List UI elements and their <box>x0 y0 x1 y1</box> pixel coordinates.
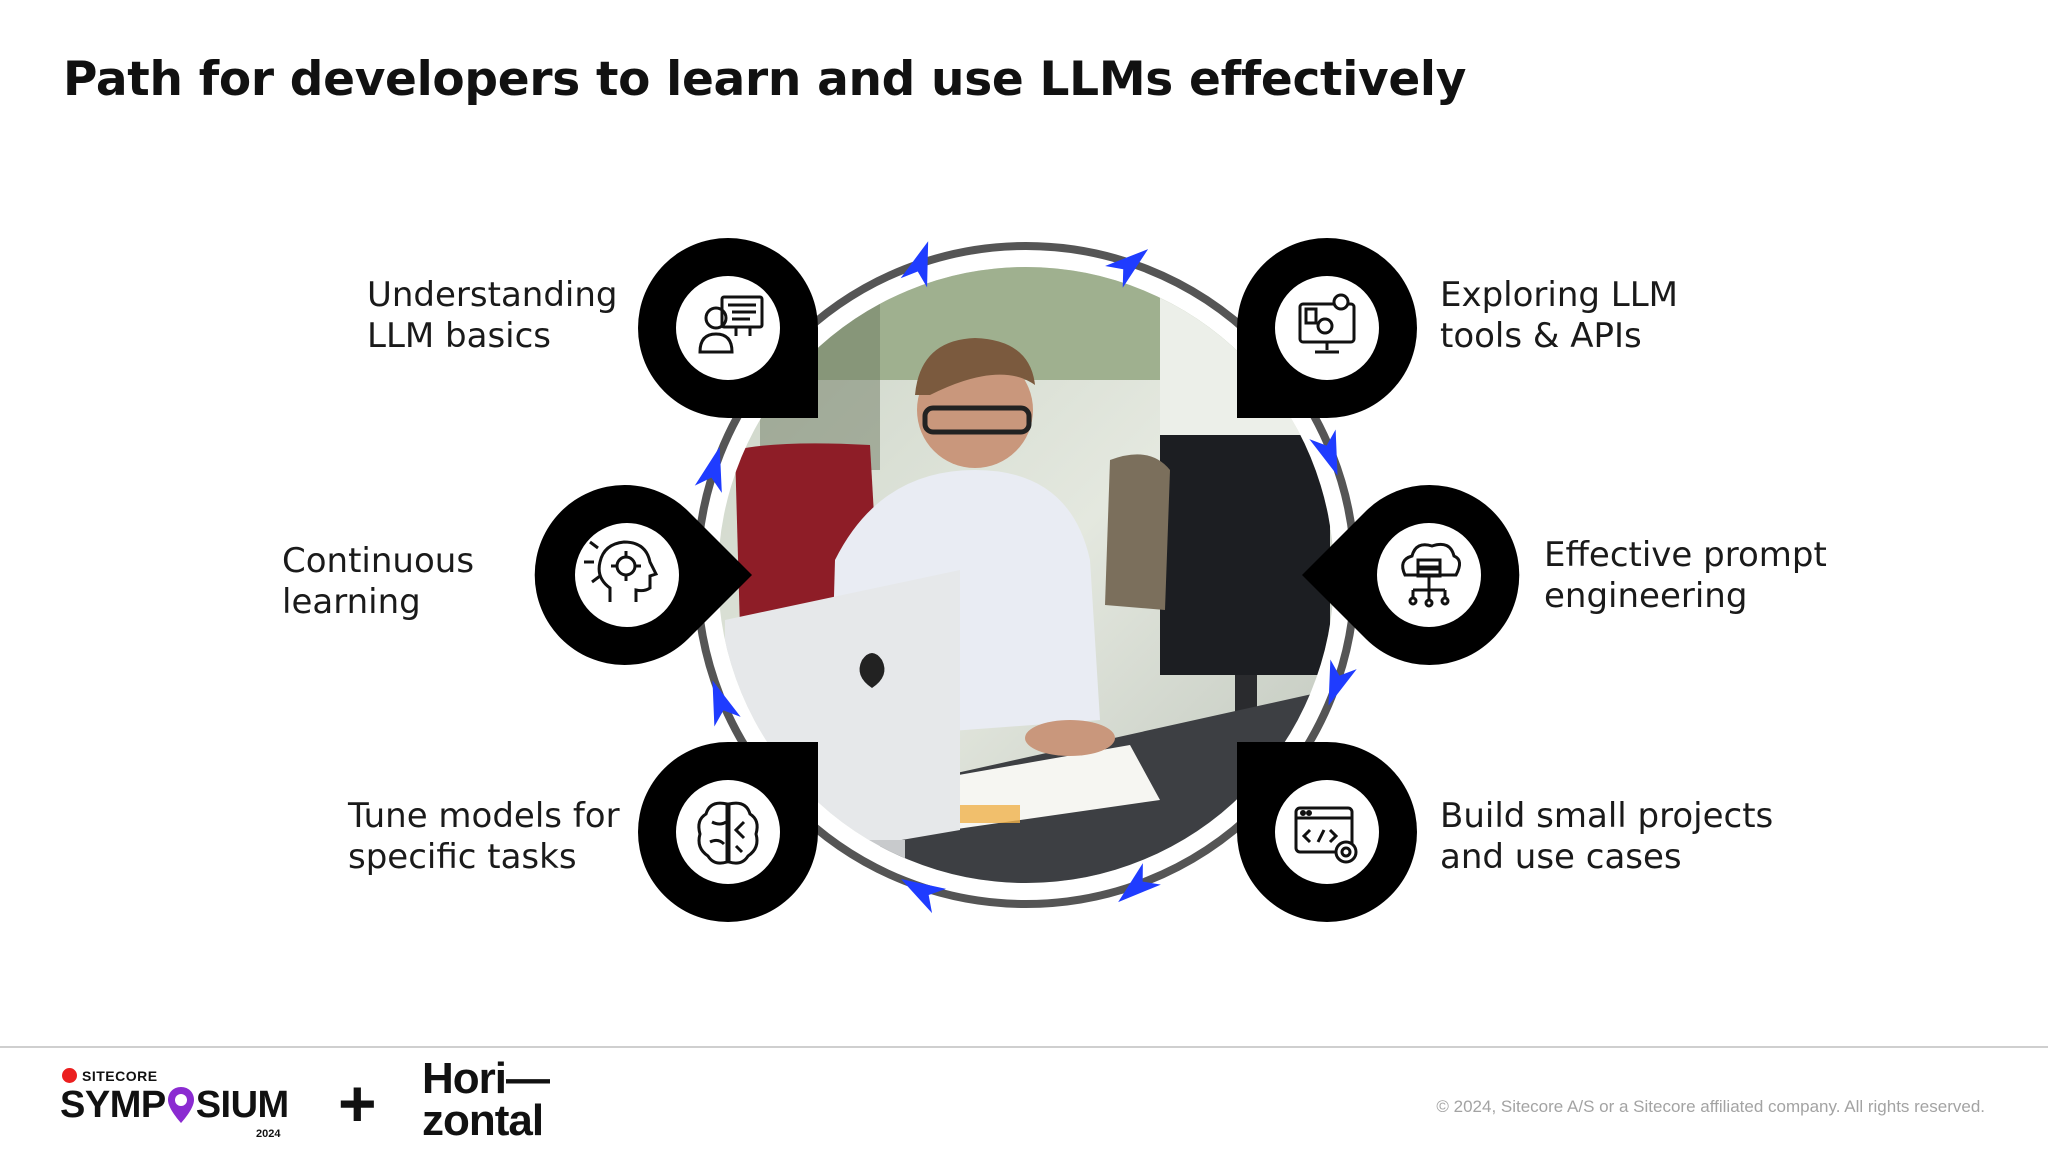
sitecore-logo: SITECORE <box>62 1068 158 1084</box>
partner-plus: + <box>338 1066 377 1140</box>
step-pin-prompt <box>1302 485 1520 665</box>
computer-with-gear-and-pin-icon <box>1298 293 1356 354</box>
step-label-line: engineering <box>1544 576 1748 616</box>
map-pin-icon <box>167 1087 194 1123</box>
step-label-line: Understanding <box>367 275 618 315</box>
footer-divider <box>0 1046 2048 1048</box>
step-label-line: learning <box>282 582 421 622</box>
cycle-arrows <box>694 241 1357 914</box>
step-label-line: Build small projects <box>1440 796 1774 836</box>
step-pin-understanding <box>638 238 818 418</box>
step-pin-exploring <box>1237 238 1417 418</box>
symposium-logo: SYMP SIUM <box>60 1084 289 1127</box>
step-label-line: Continuous <box>282 541 475 581</box>
step-label-line: Tune models for <box>348 796 620 836</box>
arrow-top-left <box>900 241 929 288</box>
step-label-line: specific tasks <box>348 837 577 877</box>
symposium-year: 2024 <box>256 1128 281 1140</box>
learning-path-diagram <box>534 238 1520 922</box>
step-label-understanding: Understanding LLM basics <box>367 275 618 357</box>
symposium-logo-text-pre: SYMP <box>60 1084 166 1126</box>
copyright-text: © 2024, Sitecore A/S or a Sitecore affil… <box>1436 1097 1985 1116</box>
step-label-line: and use cases <box>1440 837 1682 877</box>
step-label-exploring: Exploring LLM tools & APIs <box>1440 275 1678 357</box>
sitecore-logo-icon <box>62 1068 77 1083</box>
arrow-bottom-left <box>900 879 947 914</box>
step-label-line: Exploring LLM <box>1440 275 1679 315</box>
horizontal-logo: Hori— zontal <box>422 1054 550 1145</box>
arrow-right-upper <box>1309 429 1338 476</box>
step-pin-tune <box>638 742 818 922</box>
step-label-continuous: Continuous learning <box>282 541 474 623</box>
arrow-right-lower <box>1328 659 1357 706</box>
brain-circuit-icon <box>697 801 759 865</box>
head-with-gear-icon <box>584 540 659 602</box>
code-window-with-gear-icon <box>1294 806 1358 864</box>
arrow-left-upper <box>694 446 722 493</box>
step-label-build: Build small projects and use cases <box>1440 796 1773 878</box>
step-label-prompt: Effective prompt engineering <box>1544 535 1827 617</box>
step-label-line: Effective prompt <box>1544 535 1827 575</box>
horizontal-logo-line: Hori— <box>422 1054 550 1103</box>
symposium-logo-text-post: SIUM <box>195 1084 290 1126</box>
arrow-top-right <box>1105 249 1149 288</box>
step-pin-build <box>1237 742 1417 922</box>
slide-title: Path for developers to learn and use LLM… <box>63 52 1467 107</box>
arrow-left-lower <box>712 680 741 727</box>
step-label-tune: Tune models for specific tasks <box>348 796 620 878</box>
cloud-server-network-icon <box>1401 542 1461 608</box>
step-pin-continuous <box>534 485 752 665</box>
step-label-line: tools & APIs <box>1440 316 1642 356</box>
horizontal-logo-line: zontal <box>422 1096 544 1145</box>
developer-at-computer-icon <box>698 295 764 354</box>
arrow-bottom-right <box>1118 863 1161 903</box>
step-label-line: LLM basics <box>367 316 552 356</box>
sitecore-logo-text: SITECORE <box>82 1068 158 1084</box>
